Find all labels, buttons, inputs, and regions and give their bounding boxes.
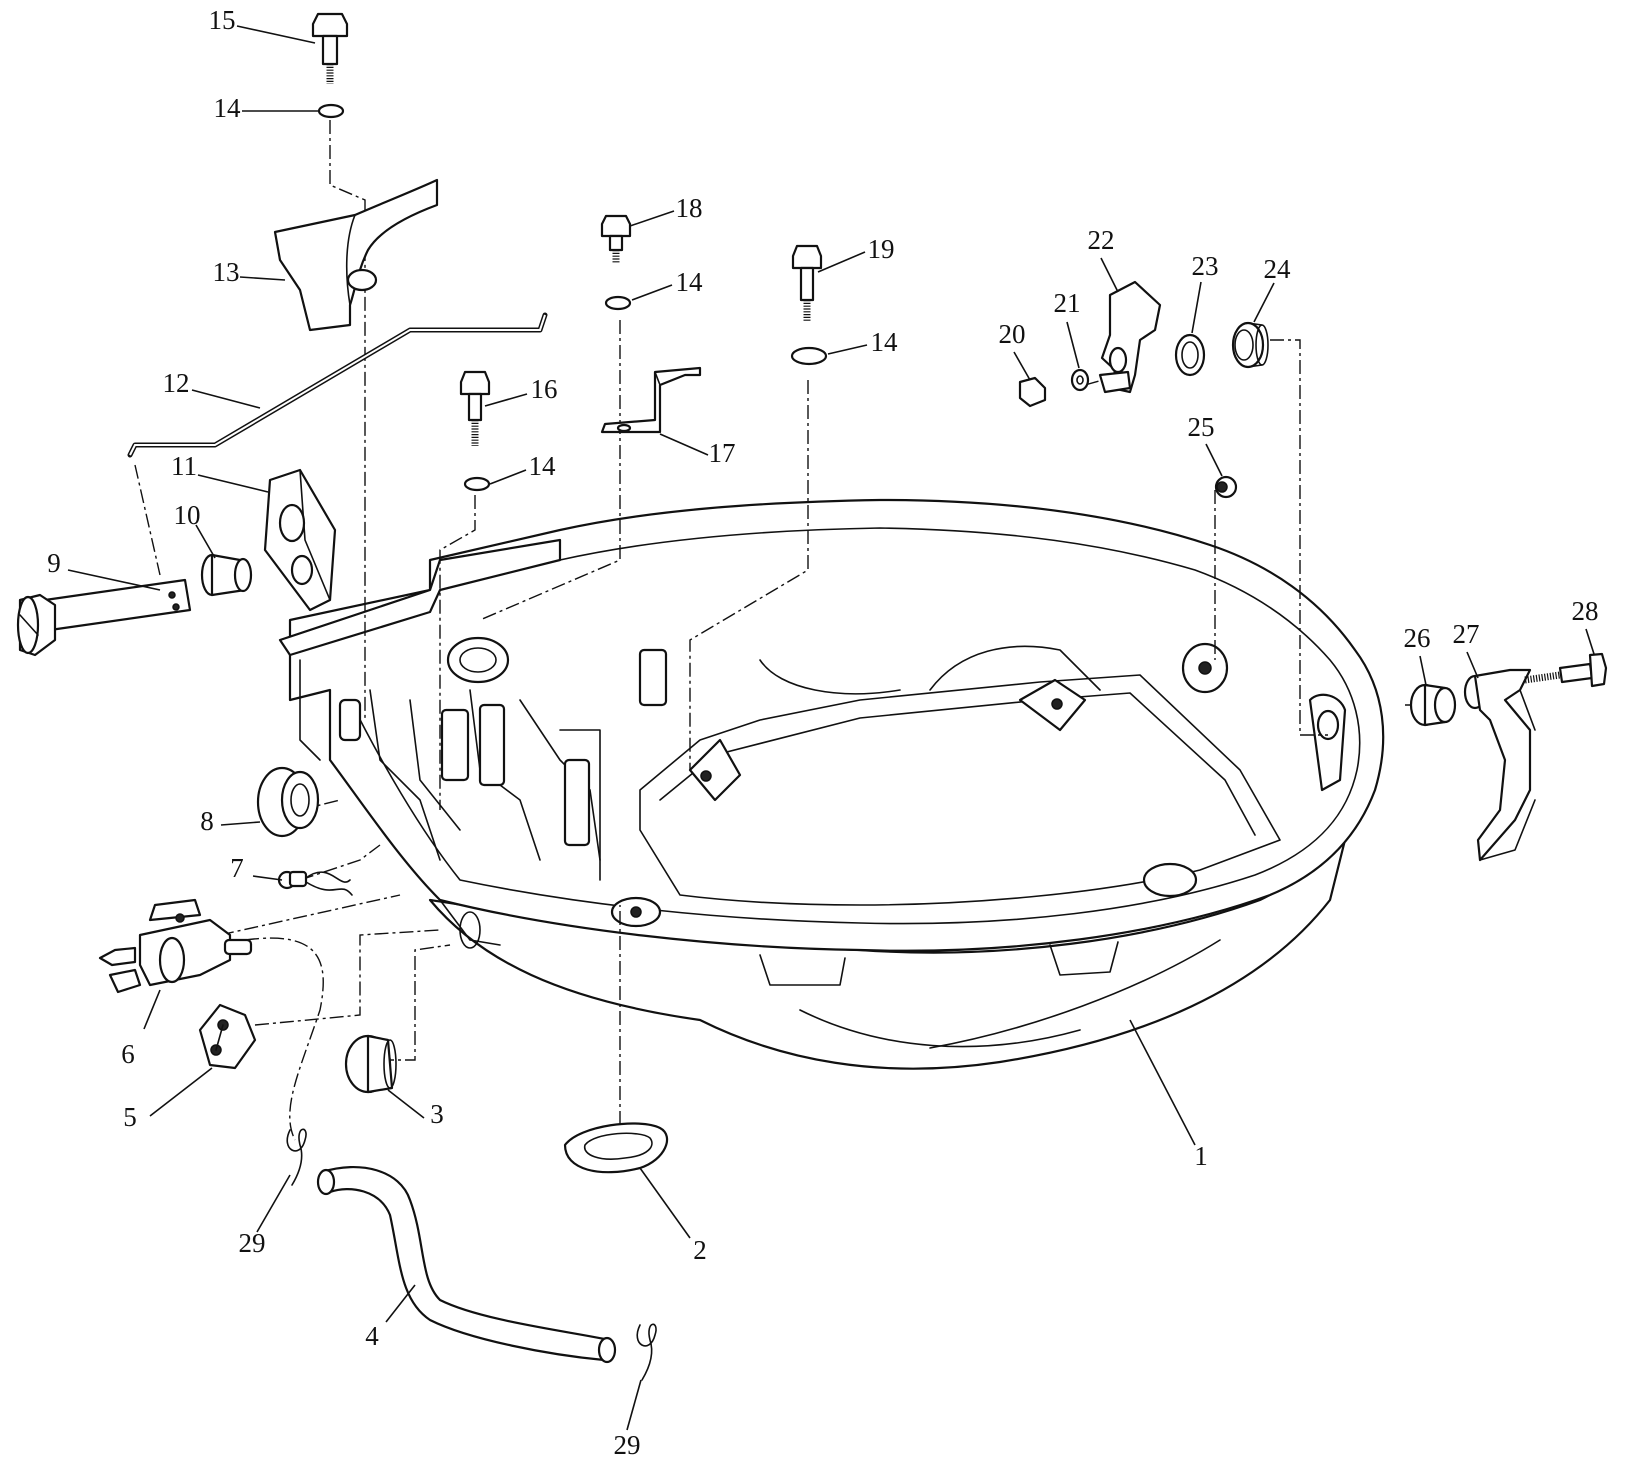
- part-21-washer: [1070, 368, 1090, 392]
- callout-24: 24: [1264, 254, 1292, 284]
- callout-23: 23: [1192, 251, 1219, 281]
- part-29-clip-b: [636, 1323, 657, 1381]
- callout-29a: 29: [239, 1228, 266, 1258]
- part-17-bracket: [600, 366, 702, 434]
- part-25-clip: [1214, 475, 1238, 499]
- callout-28: 28: [1572, 596, 1599, 626]
- part-14-washer-c: [790, 346, 828, 366]
- callout-14b: 14: [676, 267, 704, 297]
- part-3-plug: [344, 1034, 397, 1094]
- part-8-grommet: [256, 766, 320, 838]
- callout-14c: 14: [871, 327, 899, 357]
- callout-14a: 14: [214, 93, 242, 123]
- leader-lines: [67, 25, 1595, 1431]
- part-14-washer-d: [463, 476, 491, 492]
- callout-13: 13: [213, 257, 240, 287]
- part-12-rod: [127, 312, 548, 458]
- part-27-latch: [1463, 668, 1536, 862]
- callout-25: 25: [1188, 412, 1215, 442]
- callout-12: 12: [163, 368, 190, 398]
- part-15-bolt: [311, 12, 349, 84]
- part-7-switch: [277, 870, 353, 896]
- part-6-fuel-connector: [98, 898, 253, 994]
- callout-20: 20: [999, 319, 1026, 349]
- part-29-clip-a: [286, 1128, 307, 1186]
- callout-8: 8: [200, 806, 214, 836]
- part-13-bracket: [273, 178, 439, 332]
- part-10-grommet: [200, 553, 253, 597]
- part-14-washer-b: [604, 295, 632, 311]
- callout-22: 22: [1088, 225, 1115, 255]
- callout-26: 26: [1404, 623, 1431, 653]
- callout-1: 1: [1194, 1141, 1208, 1171]
- part-9-handle: [16, 578, 192, 657]
- assembly-axis-lines: [134, 120, 1445, 1150]
- part-14-washer-a: [317, 103, 345, 119]
- callout-6: 6: [121, 1039, 135, 1069]
- part-18-bolt: [600, 214, 632, 263]
- callout-10: 10: [174, 500, 201, 530]
- callout-16: 16: [531, 374, 558, 404]
- callout-2: 2: [693, 1235, 707, 1265]
- callout-19: 19: [868, 234, 895, 264]
- part-24-bushing: [1231, 321, 1269, 369]
- part-16-bolt: [459, 370, 491, 446]
- callout-3: 3: [430, 1099, 444, 1129]
- callout-21: 21: [1054, 288, 1081, 318]
- callout-4: 4: [365, 1321, 379, 1351]
- part-28-bolt: [1524, 652, 1608, 688]
- part-23-oring: [1174, 333, 1206, 377]
- callout-18: 18: [676, 193, 703, 223]
- part-11-plate: [263, 468, 337, 612]
- part-26-bushing: [1409, 683, 1457, 727]
- part-19-bolt: [791, 244, 823, 322]
- part-20-nut: [1018, 376, 1047, 408]
- callout-11: 11: [171, 451, 197, 481]
- callouts: 1 2 3 4 5 6 7 8 9 10 11 12 13 14 14 14 1…: [47, 5, 1598, 1460]
- callout-27: 27: [1453, 619, 1480, 649]
- callout-29b: 29: [614, 1430, 641, 1460]
- callout-15: 15: [209, 5, 236, 35]
- part-2-grommet: [563, 1122, 669, 1174]
- callout-14d: 14: [529, 451, 557, 481]
- callout-5: 5: [123, 1102, 137, 1132]
- lower-cowling: [278, 498, 1385, 1070]
- part-5-grommet: [198, 1003, 257, 1070]
- part-4-hose: [316, 1165, 617, 1364]
- callout-9: 9: [47, 548, 61, 578]
- callout-7: 7: [230, 853, 244, 883]
- part-22-lever: [1098, 280, 1162, 394]
- callout-17: 17: [709, 438, 736, 468]
